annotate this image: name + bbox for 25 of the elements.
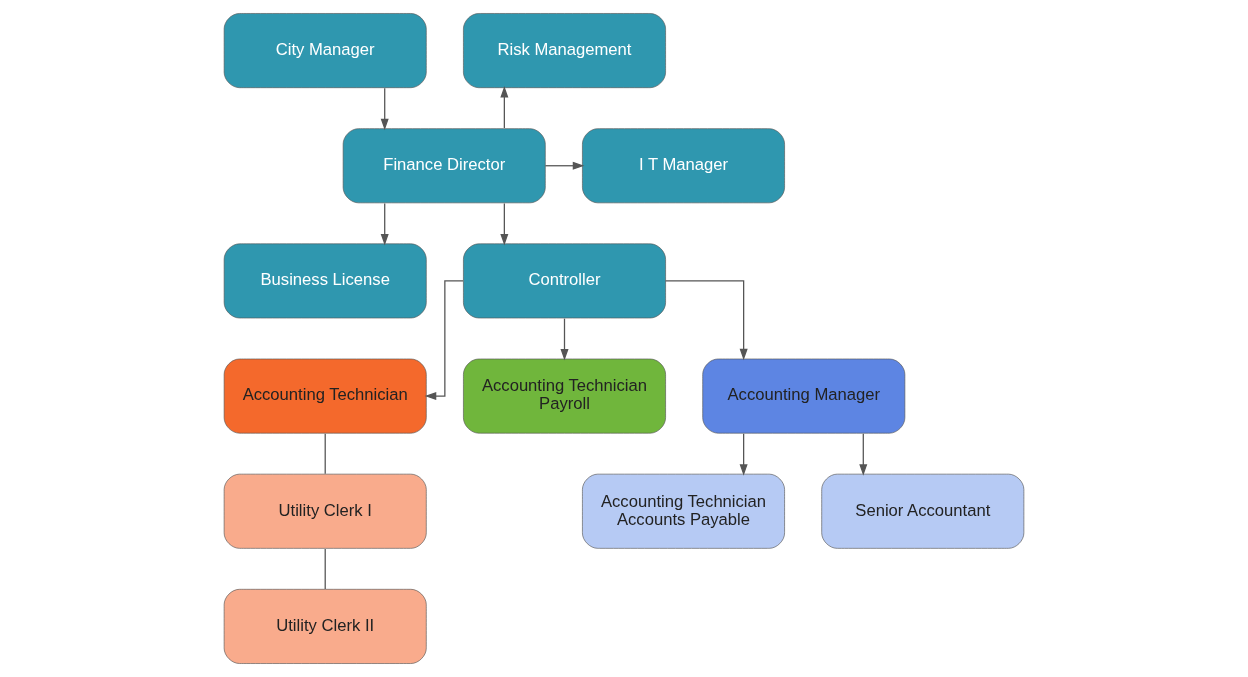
node-box: Accounting Technician Accounts Payable	[582, 473, 785, 549]
node-box: I T Manager	[582, 128, 785, 204]
arrow	[739, 433, 748, 476]
node-box: Senior Accountant	[821, 473, 1025, 549]
node-box: Finance Director	[342, 128, 546, 204]
arrow	[544, 161, 585, 170]
node-box: Business License	[223, 243, 427, 319]
arrow	[664, 280, 748, 361]
connector	[324, 548, 326, 590]
node-box: Utility Clerk I	[223, 473, 427, 549]
node-box: Risk Management	[463, 13, 666, 88]
arrow	[500, 202, 509, 246]
arrow	[500, 86, 509, 129]
node-box: Accounting Manager	[702, 358, 906, 434]
node-box: Controller	[463, 243, 666, 319]
node-box: Accounting Technician Payroll	[463, 358, 666, 434]
arrow	[380, 202, 389, 246]
arrow	[380, 87, 389, 131]
arrow	[424, 280, 464, 401]
arrow	[859, 433, 868, 476]
connector	[324, 433, 326, 475]
arrow	[560, 318, 569, 361]
node-box: Accounting Technician	[223, 358, 427, 434]
node-box: Utility Clerk II	[223, 589, 427, 664]
node-box: City Manager	[223, 13, 427, 88]
